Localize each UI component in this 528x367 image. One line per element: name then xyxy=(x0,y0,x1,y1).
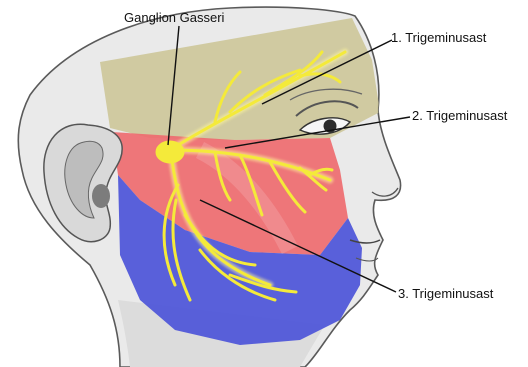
label-trigeminus-branch-3: 3. Trigeminusast xyxy=(398,286,493,301)
label-trigeminus-branch-2: 2. Trigeminusast xyxy=(412,108,507,123)
ganglion-gasseri xyxy=(156,141,184,163)
label-trigeminus-branch-1: 1. Trigeminusast xyxy=(391,30,486,45)
label-ganglion-gasseri: Ganglion Gasseri xyxy=(124,10,224,25)
